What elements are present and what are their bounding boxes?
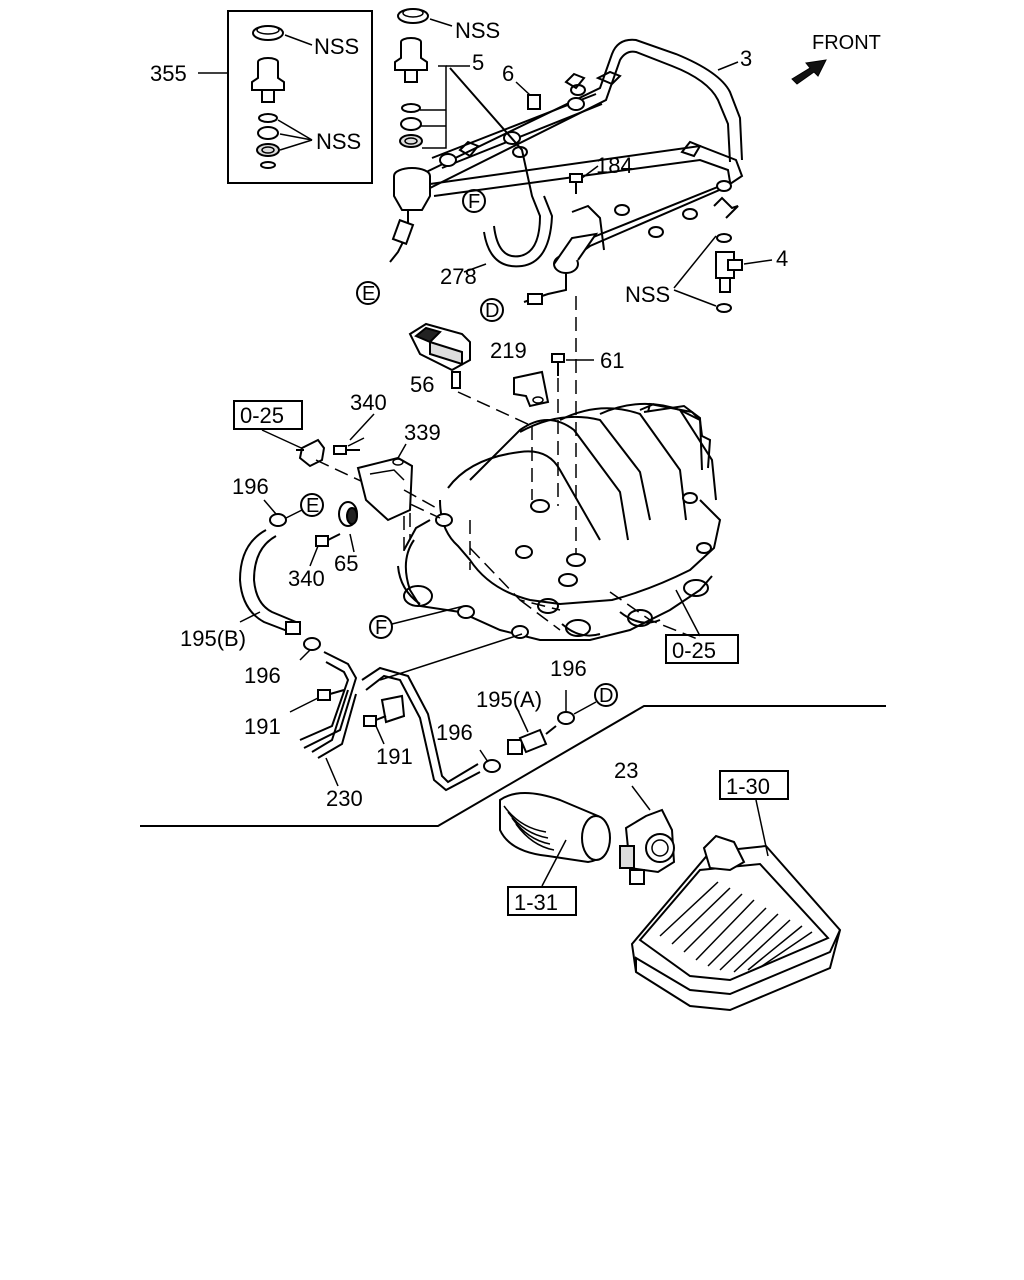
intake-duct (499, 792, 611, 864)
ref-box-0-25-top-label: 0-25 (240, 403, 284, 428)
callout-61: 61 (600, 348, 624, 373)
ref-box-1-31-label: 1-31 (514, 890, 558, 915)
callout-196-mid: 196 (244, 663, 281, 688)
clamp-65 (338, 501, 358, 527)
vacuum-fitting (296, 438, 326, 468)
callout-184: 184 (596, 153, 633, 178)
callout-191-lower: 191 (376, 744, 413, 769)
callout-196-lower: 196 (436, 720, 473, 745)
bolt-61 (551, 353, 565, 376)
intake-manifold (397, 402, 722, 641)
bolt-340-top (333, 445, 360, 455)
ref-circle-d-top-label: D (485, 300, 499, 322)
air-cleaner-cover (630, 834, 842, 1012)
bolt-191-upper (317, 689, 345, 701)
ref-box-1-30-label: 1-30 (726, 774, 770, 799)
callout-6: 6 (502, 61, 514, 86)
section-divider (140, 705, 886, 827)
bracket-219 (513, 370, 550, 408)
ref-circle-f-top-label: F (468, 191, 480, 213)
ref-box-1-31 (507, 886, 577, 916)
ref-box-0-25-top (233, 400, 303, 430)
ref-circle-e-mid (300, 493, 324, 517)
bolt-184 (569, 173, 605, 251)
callout-340-top: 340 (350, 390, 387, 415)
ref-circle-f-top (462, 189, 486, 213)
injector-5 (394, 37, 428, 148)
kit-o-rings (256, 113, 280, 169)
ref-circle-d-top (480, 298, 504, 322)
hose-195a (507, 725, 557, 755)
clamp-196-lower (483, 759, 501, 773)
clamp-196-upper (269, 513, 287, 527)
sensor-56 (408, 322, 471, 389)
callout-230: 230 (326, 786, 363, 811)
throttle-body-23 (619, 808, 676, 885)
bolt-191-lower (363, 715, 387, 727)
nss-label-injector-4: NSS (625, 282, 670, 307)
pipe-230 (299, 633, 523, 792)
hose-278 (449, 67, 554, 268)
callout-5: 5 (472, 50, 484, 75)
bolt-340-bottom (315, 533, 341, 547)
nss-label-kit-rings: NSS (316, 129, 361, 154)
fuel-rail (417, 38, 744, 257)
callout-196-right: 196 (550, 656, 587, 681)
injector-kit-box (227, 10, 373, 184)
ref-box-0-25-bottom-label: 0-25 (672, 638, 716, 663)
nss-label-top: NSS (455, 18, 500, 43)
callout-191-upper: 191 (244, 714, 281, 739)
callout-355: 355 (150, 61, 187, 86)
callout-4: 4 (776, 246, 788, 271)
callout-195b: 195(B) (180, 626, 246, 651)
ref-box-1-30 (719, 770, 789, 800)
injector-4 (713, 196, 743, 313)
upper-clip (397, 8, 429, 24)
callout-219: 219 (490, 338, 527, 363)
part-6 (527, 94, 541, 110)
callout-65: 65 (334, 551, 358, 576)
clamp-196-right (557, 711, 575, 725)
callout-339: 339 (404, 420, 441, 445)
callout-340-bottom: 340 (288, 566, 325, 591)
ref-box-0-25-bottom (665, 634, 739, 664)
front-label: FRONT (812, 32, 881, 54)
hose-195b (238, 529, 301, 635)
front-arrow-icon (791, 59, 827, 85)
nss-label-kit-top: NSS (314, 34, 359, 59)
rail-lower-injector (389, 167, 431, 263)
ref-circle-e-mid-label: E (306, 495, 319, 517)
callout-23: 23 (614, 758, 638, 783)
callout-196-upper: 196 (232, 474, 269, 499)
kit-retaining-clip (252, 25, 284, 41)
ref-circle-d-bottom (594, 683, 618, 707)
ref-circle-e-top (356, 281, 380, 305)
clamp-196-mid (303, 637, 321, 651)
ref-circle-d-bottom-label: D (599, 685, 613, 707)
callout-195a: 195(A) (476, 687, 542, 712)
bracket-339 (356, 456, 414, 522)
kit-injector-body (251, 57, 285, 103)
ref-circle-f-mid-label: F (375, 617, 387, 639)
callout-56: 56 (410, 372, 434, 397)
fuel-pressure-regulator (523, 232, 599, 305)
callout-278: 278 (440, 264, 477, 289)
callout-3: 3 (740, 46, 752, 71)
ref-circle-f-mid (369, 615, 393, 639)
ref-circle-e-top-label: E (362, 283, 375, 305)
